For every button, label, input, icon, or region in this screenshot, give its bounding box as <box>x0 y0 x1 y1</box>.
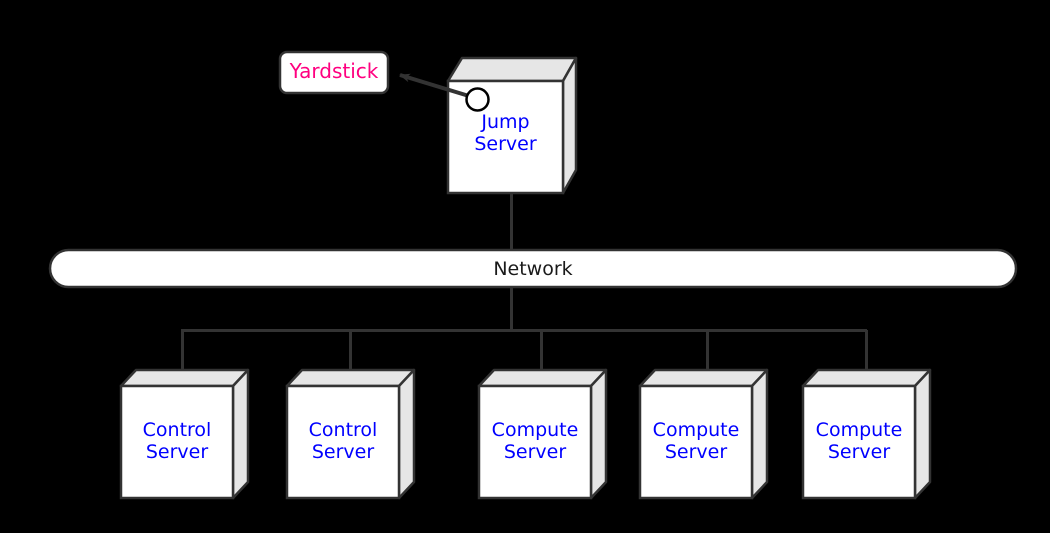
server-top-face <box>801 368 932 388</box>
edge-jump-to-yardstick-line <box>399 73 470 98</box>
server-front-face <box>119 384 235 500</box>
server-front-face <box>638 384 754 500</box>
server-box[interactable] <box>477 368 608 500</box>
server-box[interactable] <box>119 368 250 500</box>
yardstick-box[interactable] <box>278 50 390 95</box>
server-box[interactable] <box>638 368 769 500</box>
jump-server-side-face <box>561 56 578 195</box>
server-top-face <box>285 368 416 388</box>
server-front-face <box>801 384 917 500</box>
server-top-face <box>638 368 769 388</box>
jump-server-front-face <box>446 79 565 195</box>
jump-server-top-face <box>446 56 578 83</box>
server-front-face <box>477 384 593 500</box>
server-side-face <box>913 368 932 500</box>
server-side-face <box>589 368 608 500</box>
server-box[interactable] <box>801 368 932 500</box>
server-top-face <box>119 368 250 388</box>
lollipop-circle-icon <box>465 87 490 112</box>
server-front-face <box>285 384 401 500</box>
server-box[interactable] <box>285 368 416 500</box>
server-top-face <box>477 368 608 388</box>
jump-server-box[interactable] <box>446 56 578 195</box>
server-side-face <box>231 368 250 500</box>
server-side-face <box>750 368 769 500</box>
server-side-face <box>397 368 416 500</box>
network-bar[interactable] <box>48 248 1018 289</box>
